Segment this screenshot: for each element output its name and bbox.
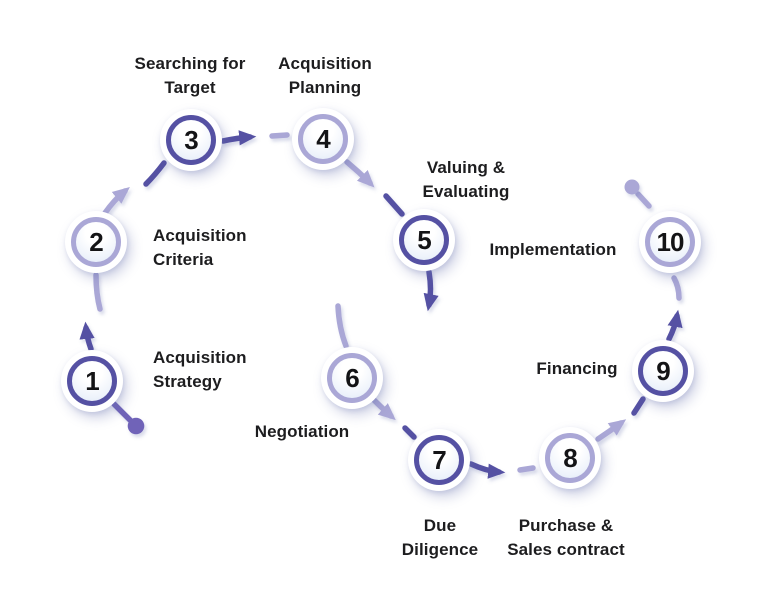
start-dot bbox=[127, 417, 145, 435]
step-ring-8: 8 bbox=[545, 433, 595, 483]
step-node-9: 9 bbox=[632, 340, 694, 402]
step-label-1: Acquisition Strategy bbox=[153, 348, 247, 391]
arrow-6-7-head bbox=[371, 397, 396, 421]
arrow-3-4-head bbox=[220, 130, 257, 146]
arrow-3-4-tail bbox=[269, 132, 290, 139]
arrow-6-7-tail bbox=[402, 425, 417, 440]
step-ring-7: 7 bbox=[414, 435, 464, 485]
step-number-1: 1 bbox=[85, 366, 100, 396]
arrow-8-9-head bbox=[595, 419, 627, 442]
arrow-5-out bbox=[423, 269, 439, 312]
step-ring-9: 9 bbox=[638, 346, 688, 396]
start-tail-line bbox=[111, 401, 133, 423]
step-ring-5: 5 bbox=[399, 215, 449, 265]
step-number-7: 7 bbox=[432, 445, 447, 475]
step-ring-10: 10 bbox=[645, 217, 695, 267]
start-tail-6 bbox=[335, 303, 349, 349]
step-label-7: Due Diligence bbox=[401, 516, 479, 559]
arrow-4-5-tail bbox=[383, 193, 405, 217]
step-label-3: Searching for Target bbox=[134, 54, 246, 97]
step-number-6: 6 bbox=[345, 363, 360, 393]
step-node-4: 4 bbox=[292, 108, 354, 170]
step-label-2: Acquisition Criteria bbox=[153, 226, 247, 269]
step-node-2: 2 bbox=[65, 211, 127, 273]
step-label-9: Financing bbox=[536, 359, 618, 378]
step-node-7: 7 bbox=[408, 429, 470, 491]
step-number-2: 2 bbox=[89, 227, 104, 257]
arrow-9-10-tail bbox=[671, 275, 682, 301]
step-label-8: Purchase & Sales contract bbox=[507, 516, 625, 559]
step-label-5: Valuing & Evaluating bbox=[422, 158, 510, 201]
step-ring-3: 3 bbox=[166, 115, 216, 165]
step-node-10: 10 bbox=[639, 211, 701, 273]
step-ring-1: 1 bbox=[67, 356, 117, 406]
arrow-7-8-tail bbox=[517, 465, 536, 473]
step-node-8: 8 bbox=[539, 427, 601, 489]
arrow-1-2-head bbox=[79, 321, 95, 352]
step-label-4: Acquisition Planning bbox=[278, 54, 372, 97]
step-node-6: 6 bbox=[321, 347, 383, 409]
step-node-3: 3 bbox=[160, 109, 222, 171]
arrow-9-10-head bbox=[666, 309, 683, 342]
step-number-8: 8 bbox=[563, 443, 578, 473]
step-number-9: 9 bbox=[656, 356, 671, 386]
step-label-6: Negotiation bbox=[254, 422, 350, 441]
step-number-3: 3 bbox=[184, 125, 199, 155]
arrow-7-8-head bbox=[468, 461, 506, 479]
step-node-5: 5 bbox=[393, 209, 455, 271]
arrow-2-3-head bbox=[102, 186, 130, 216]
step-label-10: Implementation bbox=[489, 240, 617, 259]
arrow-1-2-tail bbox=[93, 272, 103, 312]
step-ring-6: 6 bbox=[327, 353, 377, 403]
step-number-5: 5 bbox=[417, 225, 432, 255]
arrow-2-3-tail bbox=[143, 160, 167, 187]
step-number-4: 4 bbox=[316, 124, 331, 154]
step-node-1: 1 bbox=[61, 350, 123, 412]
arrow-4-5-head bbox=[344, 159, 375, 188]
arrow-8-9-tail bbox=[631, 396, 646, 416]
step-ring-4: 4 bbox=[298, 114, 348, 164]
end-tail-line bbox=[635, 191, 652, 209]
step-number-10: 10 bbox=[656, 227, 685, 257]
end-dot bbox=[624, 179, 640, 195]
step-ring-2: 2 bbox=[71, 217, 121, 267]
